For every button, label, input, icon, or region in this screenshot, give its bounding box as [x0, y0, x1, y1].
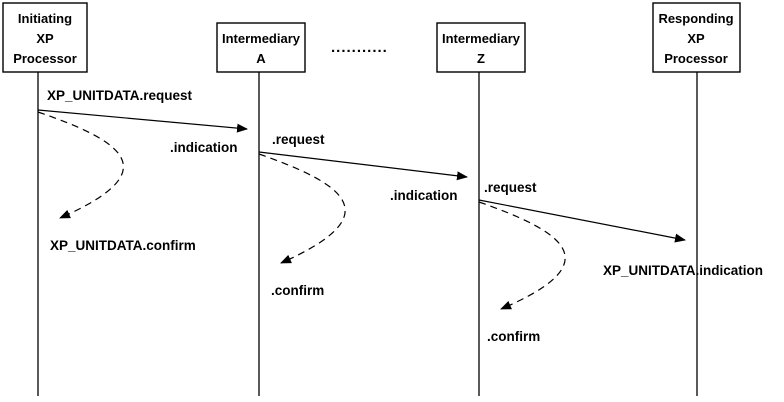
entity-box-rect-initiating	[2, 2, 88, 73]
message-arrow-confirm-z	[478, 201, 566, 310]
message-label-confirm-z: .confirm	[487, 329, 540, 344]
message-arrow-xp-unitdata-confirm	[37, 111, 125, 219]
entity-label-intermediary-z-line2: Z	[477, 51, 485, 66]
entity-label-initiating-line3: Processor	[13, 51, 77, 66]
entity-label-responding-line3: Processor	[664, 51, 728, 66]
entity-label-intermediary-a-line1: Intermediary	[222, 31, 301, 46]
entity-label-intermediary-a-line2: A	[256, 51, 266, 66]
lifeline-lines	[37, 72, 698, 396]
message-arrow-xp-unitdata-request	[37, 109, 248, 133]
message-label-indication-z: .indication	[390, 188, 458, 203]
message-arrow-request-a-to-z	[258, 151, 468, 181]
entity-box-initiating: Initiating XP Processor	[2, 2, 88, 73]
entity-box-responding: Responding XP Processor	[652, 2, 741, 73]
entity-box-rect-intermediary-a	[216, 22, 306, 73]
entity-label-initiating-line1: Initiating	[18, 11, 72, 26]
entity-box-intermediary-a: Intermediary A	[216, 22, 306, 73]
entity-label-responding-line1: Responding	[658, 11, 733, 26]
message-arrow-request-z-to-responding	[478, 199, 686, 243]
entity-box-rect-intermediary-z	[436, 22, 526, 73]
message-label-request-a: .request	[272, 132, 325, 147]
message-label-confirm-a: .confirm	[271, 283, 324, 298]
entity-box-rect-responding	[652, 2, 741, 73]
message-label-xp-unitdata-indication: XP_UNITDATA.indication	[603, 263, 763, 278]
entity-box-intermediary-z: Intermediary Z	[436, 22, 526, 73]
entity-label-responding-line2: XP	[687, 31, 705, 46]
message-label-xp-unitdata-confirm: XP_UNITDATA.confirm	[50, 238, 196, 253]
ellipsis-separator: ...........	[331, 39, 388, 56]
message-arrow-confirm-a	[258, 153, 346, 264]
message-label-xp-unitdata-request: XP_UNITDATA.request	[47, 88, 193, 103]
entity-label-initiating-line2: XP	[36, 31, 54, 46]
entity-label-intermediary-z-line1: Intermediary	[442, 31, 521, 46]
message-label-request-z: .request	[484, 180, 537, 195]
message-label-indication-a: .indication	[170, 140, 238, 155]
